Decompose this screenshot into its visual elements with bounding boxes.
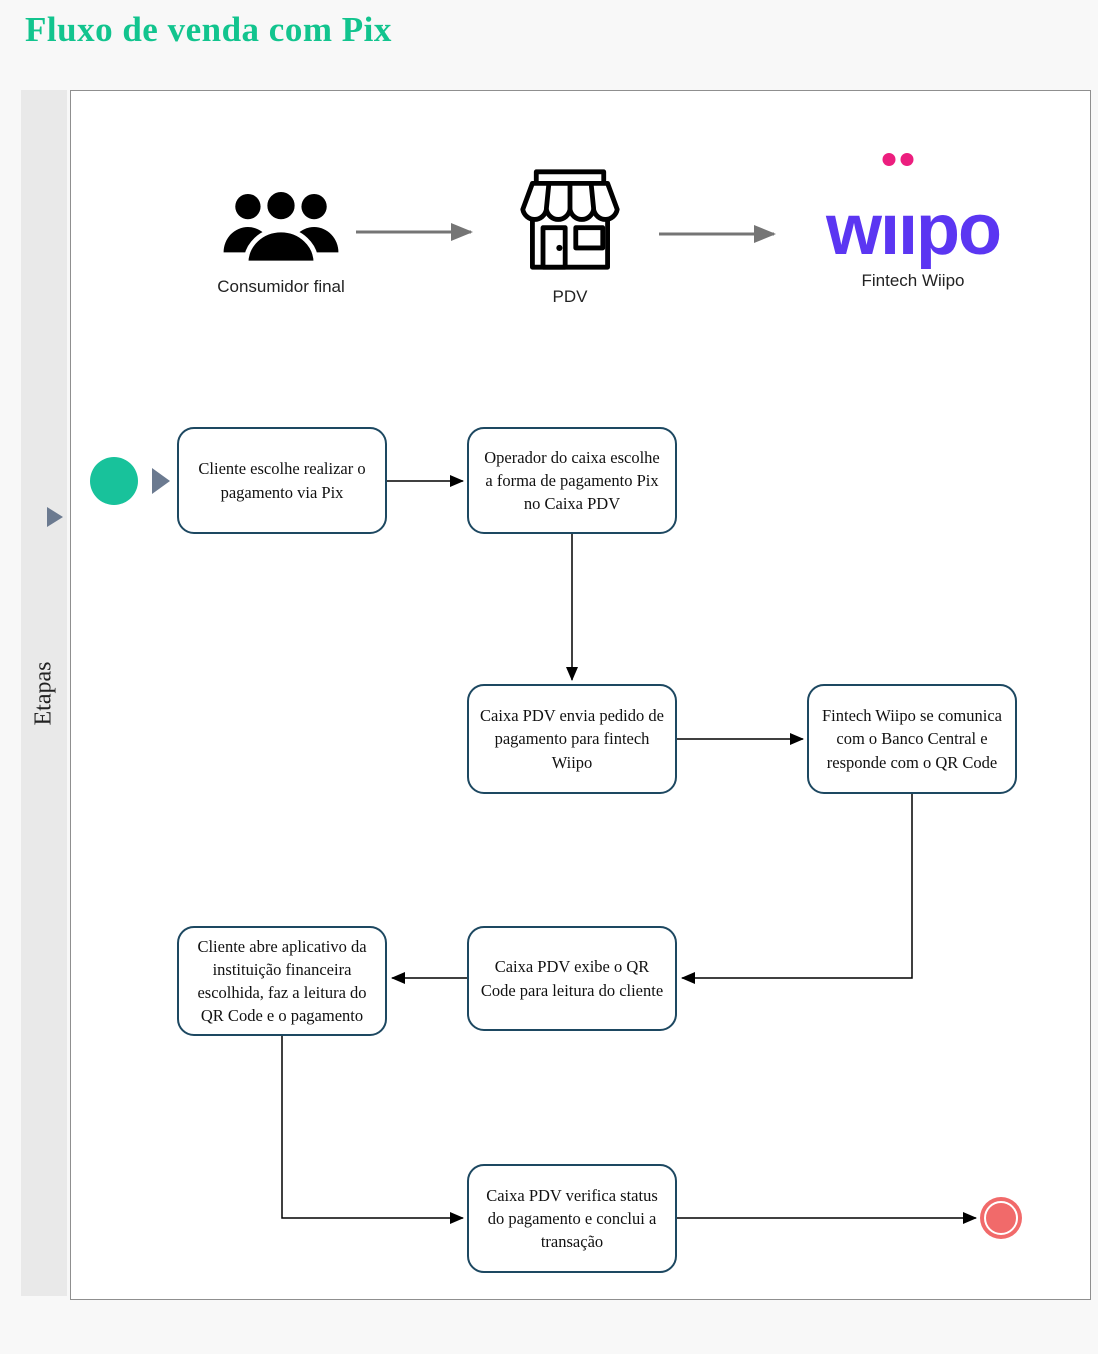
connector-layer — [281, 223, 977, 1224]
step-operador-escolhe-pagamento: Operador do caixa escolhe a forma de pag… — [467, 427, 677, 534]
step-label: Cliente escolhe realizar o pagamento via… — [198, 459, 366, 502]
end-event-circle — [980, 1197, 1022, 1239]
lane-collapse-icon[interactable] — [47, 507, 63, 527]
start-marker-icon[interactable] — [152, 468, 170, 494]
step-label: Caixa PDV envia pedido de pagamento para… — [480, 706, 664, 772]
people-group-icon — [223, 192, 339, 264]
lane-label: Etapas — [30, 661, 57, 725]
logo-letter-w: w — [825, 190, 882, 270]
step-caixa-verifica-status: Caixa PDV verifica status do pagamento e… — [467, 1164, 677, 1273]
entity-fintech-label: Fintech Wiipo — [861, 271, 965, 290]
logo-letter-i: ı — [880, 190, 900, 270]
logo-letters-po: po — [916, 190, 1002, 270]
step-cliente-abre-app: Cliente abre aplicativo da instituição f… — [177, 926, 387, 1036]
page-title: Fluxo de venda com Pix — [25, 10, 392, 49]
entity-consumer: Consumidor final — [181, 192, 381, 297]
storefront-icon — [520, 169, 620, 270]
entity-pdv-label: PDV — [552, 287, 588, 306]
step-caixa-exibe-qrcode: Caixa PDV exibe o QR Code para leitura d… — [467, 926, 677, 1031]
step-fintech-banco-central: Fintech Wiipo se comunica com o Banco Ce… — [807, 684, 1017, 794]
step-label: Caixa PDV exibe o QR Code para leitura d… — [480, 957, 664, 1000]
step-label: Fintech Wiipo se comunica com o Banco Ce… — [821, 706, 1003, 772]
step-cliente-escolhe-pix: Cliente escolhe realizar o pagamento via… — [177, 427, 387, 534]
step-label: Cliente abre aplicativo da instituição f… — [197, 936, 367, 1026]
connector-step5-step7 — [281, 1036, 464, 1224]
step-caixa-envia-pedido: Caixa PDV envia pedido de pagamento para… — [467, 684, 677, 794]
logo-letter-i: ı — [898, 190, 918, 270]
step-label: Operador do caixa escolhe a forma de pag… — [484, 447, 660, 514]
end-event-ring — [984, 1201, 1018, 1235]
entity-pdv: PDV — [470, 167, 670, 307]
step-label: Caixa PDV verifica status do pagamento e… — [486, 1185, 658, 1252]
start-event-circle — [90, 457, 138, 505]
connector-step4-step6 — [681, 794, 913, 984]
lane-etapas: Etapas — [21, 90, 67, 1296]
entity-consumer-label: Consumidor final — [217, 277, 345, 296]
